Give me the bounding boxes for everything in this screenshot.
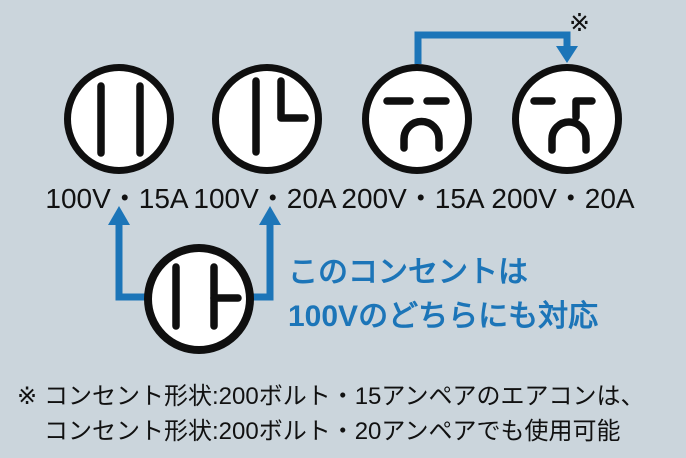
footnote-line2: コンセント形状:200ボルト・20アンペアでも使用可能 [44, 418, 621, 445]
outlet-label-200v-15a: 200V・15A [341, 183, 485, 214]
footnote-text: コンセント形状:200ボルト・15アンペアのエアコンは、 コンセント形状:200… [44, 379, 644, 449]
arrow-200v15a-to-200v20a-icon [414, 31, 578, 64]
plug-callout-line2: 100Vのどちらにも対応 [288, 300, 599, 333]
outlet-label-100v-15a: 100V・15A [45, 183, 189, 214]
arrow-plug-to-100v15a-icon [108, 206, 150, 301]
outlet-two-horizontal-slots-ground-icon [362, 64, 472, 174]
footnote: ※ コンセント形状:200ボルト・15アンペアのエアコンは、 コンセント形状:2… [17, 379, 644, 449]
plug-dual-100v-icon [144, 244, 254, 354]
outlet-horizontal-and-l-slot-ground-icon [512, 64, 622, 174]
outlet-label-200v-20a: 200V・20A [491, 183, 635, 214]
footnote-reference-mark: ※ [17, 383, 38, 410]
arrow-plug-to-100v20a-icon [248, 206, 281, 301]
outlet-vertical-and-l-slot-icon [212, 64, 322, 174]
outlet-label-100v-20a: 100V・20A [193, 183, 337, 214]
compat-arrow-reference-mark: ※ [569, 9, 590, 37]
footnote-line1: コンセント形状:200ボルト・15アンペアのエアコンは、 [44, 383, 645, 410]
plug-callout-line1: このコンセントは [288, 256, 528, 289]
plug-callout: このコンセントは 100Vのどちらにも対応 [288, 251, 598, 339]
outlet-two-vertical-slots-icon [64, 64, 174, 174]
